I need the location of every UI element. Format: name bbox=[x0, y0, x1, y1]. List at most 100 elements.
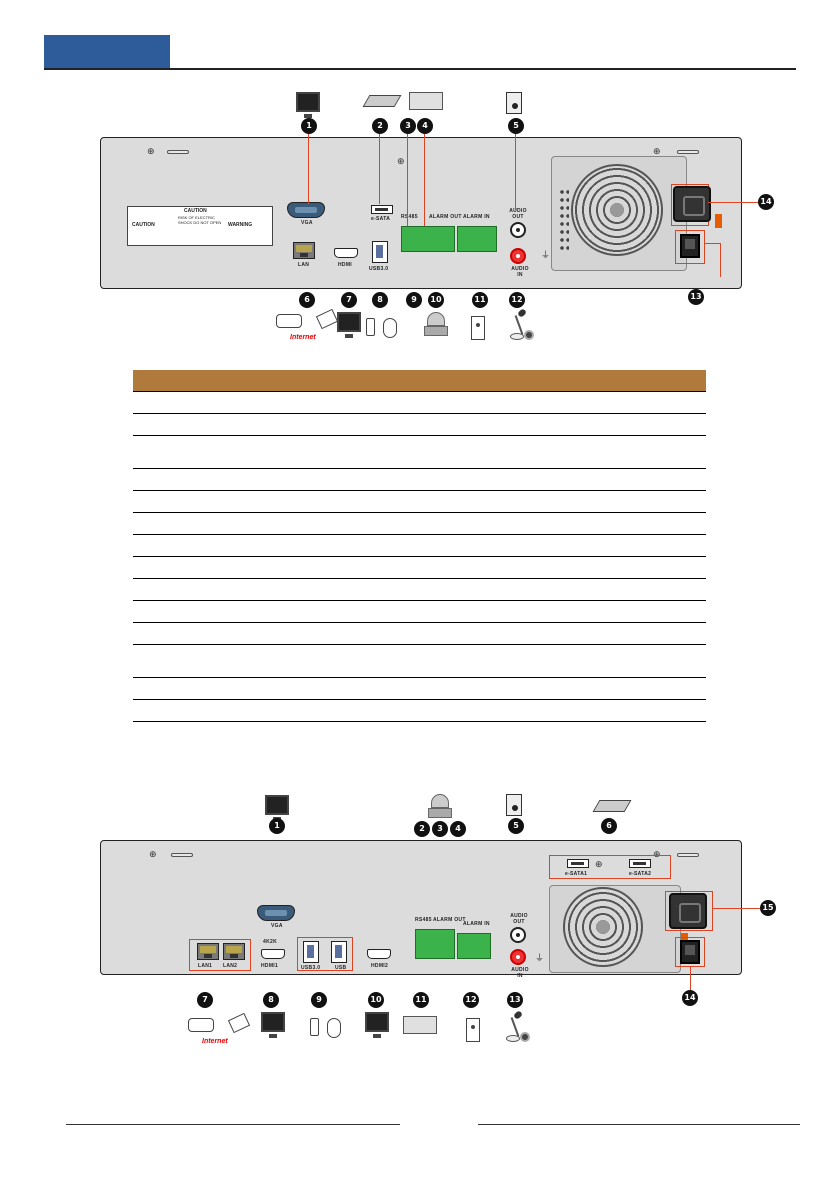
audio-out-label: AUDIO OUT bbox=[509, 208, 527, 220]
network-icon: Internet bbox=[186, 1010, 256, 1056]
router-icon bbox=[188, 1018, 214, 1032]
alarm-out-label: ALARM OUT bbox=[433, 917, 466, 923]
callout-badge: 13 bbox=[688, 289, 704, 305]
callout-badge: 2 bbox=[372, 118, 388, 134]
screw-icon: ⊕ bbox=[595, 860, 603, 870]
table-row bbox=[133, 578, 706, 601]
audio-in-port bbox=[510, 949, 526, 965]
monitor-icon bbox=[265, 795, 289, 821]
callout-badge: 14 bbox=[682, 990, 698, 1006]
screw-icon: ⊕ bbox=[653, 147, 661, 157]
table-row bbox=[133, 600, 706, 623]
screw-icon: ⊕ bbox=[147, 147, 155, 157]
callout-badge: 12 bbox=[509, 292, 525, 308]
table-row bbox=[133, 468, 706, 491]
callout-badge: 11 bbox=[413, 992, 429, 1008]
monitor-icon bbox=[296, 92, 320, 118]
audio-out-port bbox=[510, 222, 526, 238]
vent-slot bbox=[677, 150, 699, 154]
internet-label: Internet bbox=[290, 334, 316, 341]
ptz-keyboard-icon bbox=[409, 92, 443, 110]
callout-badge: 11 bbox=[472, 292, 488, 308]
vent-slot bbox=[171, 853, 193, 857]
callout-badge: 4 bbox=[450, 821, 466, 837]
orange-tab bbox=[715, 214, 722, 228]
table-row bbox=[133, 413, 706, 436]
leader-line bbox=[407, 134, 408, 226]
vent-slot bbox=[167, 150, 189, 154]
ground-icon: ⏚ bbox=[535, 954, 545, 964]
vent-slot bbox=[677, 853, 699, 857]
camera-icon bbox=[424, 312, 448, 338]
lan-label: LAN bbox=[298, 262, 310, 268]
internet-label: Internet bbox=[202, 1038, 228, 1045]
power-switch bbox=[680, 940, 700, 964]
alarm-in-terminal bbox=[457, 933, 491, 959]
callout-badge: 8 bbox=[263, 992, 279, 1008]
header-cell-1 bbox=[133, 370, 202, 392]
usb-port bbox=[372, 241, 388, 263]
router-icon bbox=[276, 314, 302, 328]
table-header-row bbox=[133, 370, 706, 392]
alarm-in-terminal bbox=[457, 226, 497, 252]
callout-badge: 10 bbox=[368, 992, 384, 1008]
ground-icon: ⏚ bbox=[541, 251, 551, 261]
footer-rule bbox=[66, 1124, 400, 1125]
vga-port bbox=[257, 905, 295, 921]
leader-line bbox=[424, 134, 425, 226]
alarm-in-label: ALARM IN bbox=[463, 921, 490, 927]
callout-badge: 2 bbox=[414, 821, 430, 837]
port-description-table bbox=[133, 370, 706, 722]
vent-holes bbox=[559, 188, 569, 252]
screw-icon: ⊕ bbox=[149, 850, 157, 860]
callout-box bbox=[297, 937, 353, 971]
header-rule bbox=[44, 68, 796, 70]
network-icon: Internet bbox=[274, 306, 344, 352]
vga-label: VGA bbox=[301, 220, 313, 226]
hdmi2-port bbox=[367, 949, 391, 959]
callout-badge: 7 bbox=[197, 992, 213, 1008]
usb-label: USB3.0 bbox=[369, 266, 389, 272]
power-switch bbox=[680, 234, 700, 258]
vga-port bbox=[287, 202, 325, 218]
caution-title-2: CAUTION bbox=[132, 222, 155, 228]
callout-badge: 14 bbox=[758, 194, 774, 210]
lan1-port bbox=[197, 943, 219, 960]
callout-badge: 15 bbox=[760, 900, 776, 916]
esata2-label: e-SATA2 bbox=[629, 871, 652, 877]
callout-badge: 13 bbox=[507, 992, 523, 1008]
mouse-icon bbox=[327, 1018, 341, 1038]
header-bar bbox=[44, 35, 170, 68]
callout-badge: 3 bbox=[400, 118, 416, 134]
ptz-keyboard-icon bbox=[403, 1016, 437, 1034]
hdmi2-label: HDMI2 bbox=[371, 963, 389, 969]
table-row bbox=[133, 622, 706, 645]
audio-in-label: AUDIO IN bbox=[511, 967, 529, 979]
audio-out-port bbox=[510, 927, 526, 943]
fan-icon bbox=[571, 164, 663, 256]
usb-port bbox=[331, 941, 347, 963]
monitor-icon bbox=[365, 1012, 389, 1038]
usb-label: USB bbox=[335, 965, 347, 971]
lan2-label: LAN2 bbox=[223, 963, 238, 969]
hdmi1-label: HDMI1 bbox=[261, 963, 279, 969]
audio-in-port bbox=[510, 248, 526, 264]
lan2-port bbox=[223, 943, 245, 960]
leader-line bbox=[712, 908, 760, 909]
esata-port bbox=[371, 205, 393, 214]
table-row bbox=[133, 644, 706, 678]
esata1-port bbox=[567, 859, 589, 868]
warning-label: CAUTION RISK OF ELECTRIC SHOCK DO NOT OP… bbox=[127, 206, 273, 246]
callout-badge: 5 bbox=[508, 818, 524, 834]
callout-badge: 6 bbox=[299, 292, 315, 308]
hard-drive-icon bbox=[362, 95, 402, 107]
fan-icon bbox=[563, 887, 643, 967]
table-row bbox=[133, 677, 706, 700]
table-row bbox=[133, 391, 706, 414]
callout-box bbox=[675, 230, 705, 264]
callout-badge: 7 bbox=[341, 292, 357, 308]
alarm-out-label: ALARM OUT bbox=[429, 214, 462, 220]
camera-icon bbox=[428, 794, 452, 820]
callout-badge: 3 bbox=[432, 821, 448, 837]
hdmi1-port bbox=[261, 949, 285, 959]
